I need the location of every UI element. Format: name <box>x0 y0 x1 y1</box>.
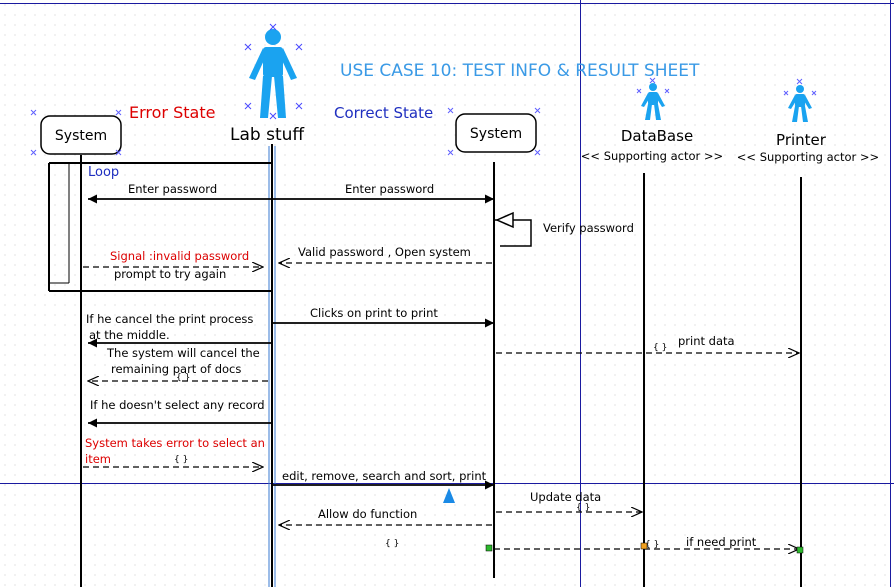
database-actor-icon[interactable] <box>641 83 665 120</box>
lab-stuff-lifeline[interactable] <box>268 144 276 587</box>
need-print-label: if need print <box>686 535 757 549</box>
lab-stuff-label: Lab stuff <box>230 125 305 145</box>
cancel-print-label-line2: at the middle. <box>89 328 170 342</box>
printer-stereotype: << Supporting actor >> <box>737 150 879 164</box>
connector-handle-start[interactable] <box>485 544 493 552</box>
loop-label: Loop <box>88 165 119 180</box>
update-data-label: Update data <box>530 490 601 504</box>
clicks-print-label: Clicks on print to print <box>310 306 438 320</box>
database-label: DataBase <box>621 127 693 145</box>
database-handles <box>636 77 670 94</box>
lab-stuff-actor-icon[interactable] <box>249 29 297 118</box>
select-error-brace: { } <box>174 455 188 465</box>
invalid-password-signal-label: Signal :invalid password <box>110 249 249 263</box>
verify-password-label: Verify password <box>543 221 634 235</box>
allow-function-brace: { } <box>385 539 399 549</box>
system-cancel-label-line2: remaining part of docs <box>111 362 241 376</box>
system-error-handles <box>30 109 122 156</box>
valid-password-label: Valid password , Open system <box>298 245 471 259</box>
enter-password-label-2: Enter password <box>345 182 434 196</box>
verify-password-self-message[interactable] <box>494 211 532 247</box>
cancel-print-label-line1: If he cancel the print process <box>86 312 253 326</box>
enter-password-label-1: Enter password <box>128 182 217 196</box>
need-print-brace: { } <box>645 540 659 550</box>
update-data-brace: { } <box>576 503 590 513</box>
loop-fragment[interactable]: Loop <box>48 162 272 292</box>
diagram-title: USE CASE 10: TEST INFO & RESULT SHEET <box>340 61 700 81</box>
no-record-label: If he doesn't select any record <box>90 398 265 412</box>
printer-handles <box>783 78 817 96</box>
select-error-label-line1: System takes error to select an <box>85 436 265 450</box>
connector-handle-end[interactable] <box>796 546 804 554</box>
correct-state-label: Correct State <box>334 104 433 122</box>
print-data-brace: { } <box>653 343 667 353</box>
error-state-label: Error State <box>129 103 215 122</box>
system-cancel-label-line1: The system will cancel the <box>106 346 260 360</box>
system-correct-handles <box>447 107 541 156</box>
connector-handle-mid[interactable] <box>640 542 648 550</box>
system-correct-lifeline-head[interactable]: System <box>455 113 537 153</box>
print-data-label: print data <box>678 334 735 348</box>
database-stereotype: << Supporting actor >> <box>581 149 723 163</box>
allow-function-label: Allow do function <box>318 507 417 521</box>
printer-actor-icon[interactable] <box>788 85 812 122</box>
system-error-label: System <box>55 128 107 144</box>
selection-handles <box>244 23 303 120</box>
system-cancel-brace: { } <box>176 373 190 383</box>
printer-label: Printer <box>776 131 827 149</box>
edit-functions-label: edit, remove, search and sort, print <box>282 469 487 483</box>
prompt-retry-label: prompt to try again <box>114 267 226 281</box>
system-correct-label: System <box>470 126 522 142</box>
cursor-marker-icon <box>443 488 455 503</box>
system-error-lifeline-head[interactable]: System <box>40 115 122 155</box>
lifelines <box>80 155 802 587</box>
select-error-label-line2: item <box>85 452 111 466</box>
